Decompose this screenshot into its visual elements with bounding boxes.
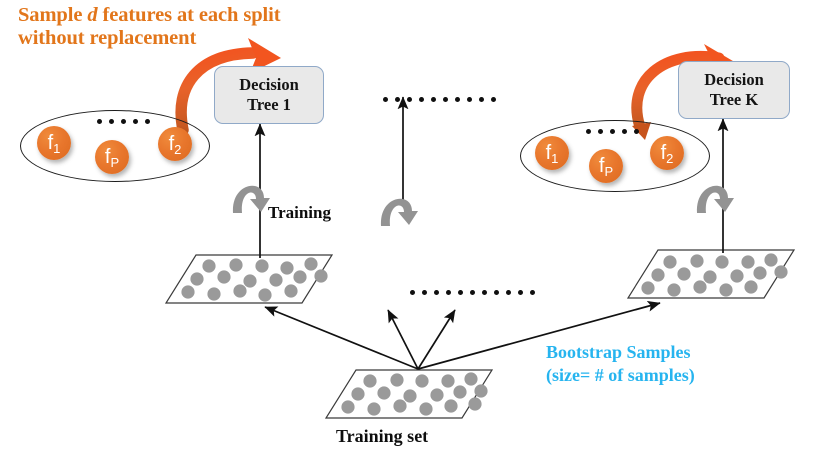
- decision-tree-k-line1: Decision: [704, 69, 764, 89]
- ellipsis-top-trees: [383, 97, 496, 102]
- title-note-line1-a: Sample: [18, 4, 88, 26]
- rotate-arrow-right: [696, 185, 734, 213]
- bootstrap-sample-right: [626, 249, 796, 299]
- feature-set-right-ellipse: [520, 120, 710, 192]
- bootstrap-fan-arrows: [264, 300, 661, 370]
- rotate-arrow-left: [232, 185, 270, 213]
- fan-arrow-mid-left: [387, 309, 419, 370]
- rotate-arrows: [232, 185, 734, 226]
- bootstrap-samples-caption: Bootstrap Samples (size= # of samples): [546, 341, 695, 386]
- feature-circle-right-f2-base: f: [660, 141, 667, 164]
- decision-tree-1-box[interactable]: Decision Tree 1: [214, 66, 324, 124]
- training-set-plane: [324, 369, 494, 419]
- training-label: Training: [268, 203, 331, 222]
- decision-tree-k-box[interactable]: Decision Tree K: [678, 61, 790, 119]
- feature-circle-right-f1-base: f: [545, 141, 552, 164]
- fan-arrow-right: [417, 300, 661, 370]
- feature-circle-left-f2-base: f: [168, 132, 175, 155]
- bootstrap-sample-left: [164, 254, 334, 304]
- feature-circle-right-fp-base: f: [598, 154, 605, 177]
- feature-set-right-ellipsis: [586, 129, 639, 134]
- feature-circle-left-fp-sub: P: [110, 154, 120, 170]
- decision-tree-1-line1: Decision: [239, 74, 299, 94]
- feature-circle-right-f1-sub: 1: [551, 150, 559, 166]
- feature-circle-left-fp-base: f: [104, 145, 111, 168]
- feature-circle-left-f1-base: f: [47, 131, 54, 154]
- feature-set-left-ellipsis: [97, 119, 150, 124]
- rotate-arrow-mid: [380, 198, 418, 226]
- feature-circle-right-fp-sub: P: [604, 163, 614, 179]
- title-note-line1-b: features at each split: [97, 4, 281, 26]
- title-note-italic-d: d: [87, 4, 98, 26]
- feature-set-left-ellipse: [20, 110, 210, 182]
- bootstrap-samples-caption-line1: Bootstrap Samples: [546, 342, 691, 362]
- title-note: Sample d features at each split without …: [18, 4, 281, 50]
- decision-tree-1-line2: Tree 1: [247, 95, 291, 114]
- fan-arrow-mid-right: [417, 309, 456, 370]
- title-note-line2: without replacement: [18, 26, 197, 49]
- feature-circle-right-f2-sub: 2: [666, 150, 674, 166]
- ellipsis-mid-samples: [410, 290, 535, 295]
- decision-tree-k-line2: Tree K: [709, 90, 759, 109]
- fan-arrow-left: [264, 306, 419, 370]
- bootstrap-samples-caption-line2: (size= # of samples): [546, 364, 695, 385]
- feature-sampling-arrow-left: [175, 38, 281, 136]
- feature-circle-left-f1-sub: 1: [53, 140, 61, 156]
- feature-circle-left-f2-sub: 2: [174, 141, 182, 157]
- title-note-line1: Sample d features at each split: [18, 4, 281, 27]
- training-set-label: Training set: [336, 426, 429, 446]
